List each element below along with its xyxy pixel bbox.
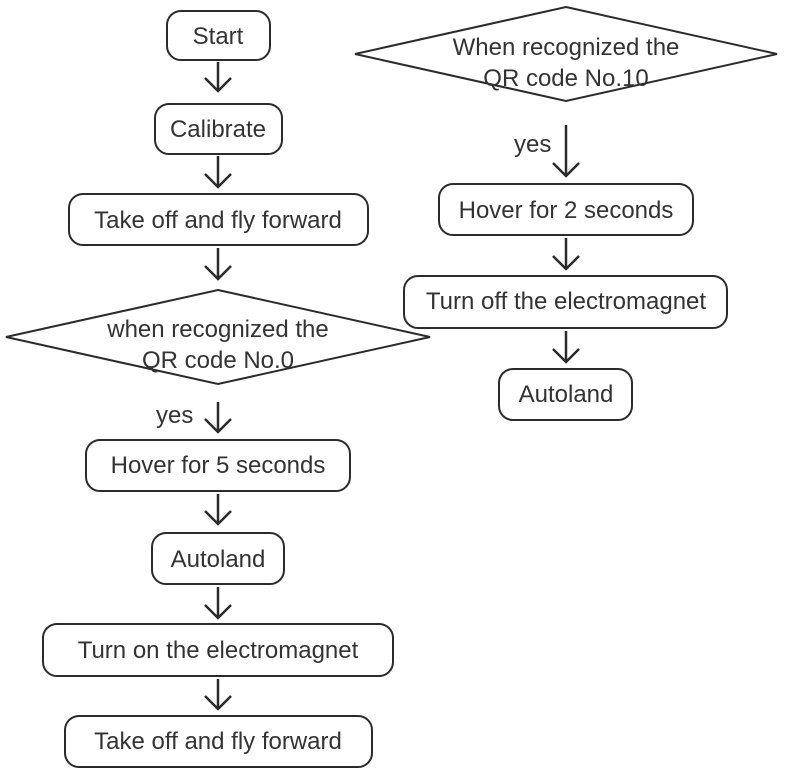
decision-qr-0: when recognized the QR code No.0 (5, 288, 431, 386)
arrow-magnet-off-to-autoland (552, 331, 580, 364)
arrow-decision-to-hover (204, 402, 232, 434)
arrow-calibrate-to-takeoff (204, 156, 232, 189)
start-label: Start (193, 23, 244, 50)
calibrate-label: Calibrate (170, 116, 266, 143)
arrow-decision10-to-hover (552, 125, 580, 178)
yes-label-left: yes (156, 402, 193, 429)
takeoff-label-1: Take off and fly forward (94, 207, 342, 234)
arrow-hover-to-autoland (204, 494, 232, 526)
decision-qr-10-line2: QR code No.10 (483, 65, 648, 92)
arrow-autoland-to-magnet-on (204, 587, 232, 620)
hover-5-node: Hover for 5 seconds (85, 439, 351, 492)
arrow-magnet-on-to-takeoff (204, 679, 232, 711)
hover-2-node: Hover for 2 seconds (438, 183, 694, 236)
calibrate-node: Calibrate (154, 103, 283, 155)
magnet-on-label: Turn on the electromagnet (78, 637, 359, 664)
decision-qr-0-line1: when recognized the (106, 316, 328, 343)
decision-qr-10-line1: When recognized the (453, 34, 680, 61)
yes-label-right: yes (514, 131, 551, 158)
takeoff-node-2: Take off and fly forward (64, 715, 373, 768)
magnet-off-node: Turn off the electromagnet (403, 275, 728, 329)
autoland-label-left: Autoland (171, 546, 266, 573)
decision-qr-10: When recognized the QR code No.10 (354, 5, 778, 103)
hover-2-label: Hover for 2 seconds (459, 197, 674, 224)
arrow-takeoff-to-decision (204, 248, 232, 281)
autoland-node-right: Autoland (498, 368, 633, 421)
arrow-start-to-calibrate (204, 62, 232, 93)
arrow-hover2-to-magnet-off (552, 238, 580, 271)
magnet-off-label: Turn off the electromagnet (426, 288, 706, 315)
takeoff-label-2: Take off and fly forward (94, 728, 342, 755)
decision-qr-0-line2: QR code No.0 (142, 347, 294, 374)
hover-5-label: Hover for 5 seconds (111, 452, 326, 479)
autoland-node-left: Autoland (151, 532, 285, 585)
magnet-on-node: Turn on the electromagnet (42, 623, 394, 677)
autoland-label-right: Autoland (519, 381, 614, 408)
takeoff-node-1: Take off and fly forward (68, 193, 369, 246)
start-node: Start (166, 10, 271, 61)
